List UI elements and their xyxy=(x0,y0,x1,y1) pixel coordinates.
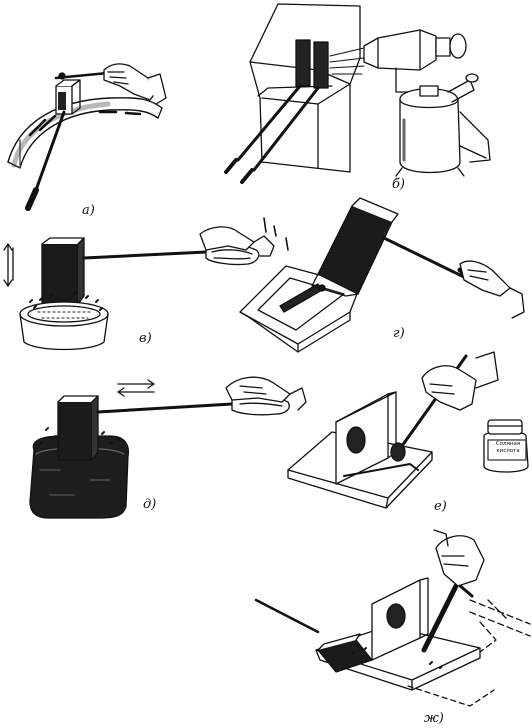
acid-jar-label: Соляная кислота xyxy=(487,441,529,455)
panel-e-drawing xyxy=(287,351,529,509)
panel-g-drawing xyxy=(239,197,525,353)
panel-a-label: а) xyxy=(82,203,95,218)
panel-zh-drawing xyxy=(254,529,531,707)
panel-a-drawing xyxy=(7,63,167,211)
acid-jar-label-line2: кислота xyxy=(496,448,520,454)
panel-g-label: г) xyxy=(393,326,405,341)
panel-d-label: д) xyxy=(143,497,157,512)
panel-e-label: е) xyxy=(434,499,447,514)
panel-zh-label: ж) xyxy=(424,711,444,726)
panel-b-drawing xyxy=(224,3,491,184)
acid-jar-label-line1: Соляная xyxy=(495,441,521,447)
panel-v-label: в) xyxy=(139,331,152,346)
panel-b-label: б) xyxy=(392,177,406,192)
panel-v-drawing xyxy=(3,217,289,351)
panel-d-drawing xyxy=(29,376,307,519)
